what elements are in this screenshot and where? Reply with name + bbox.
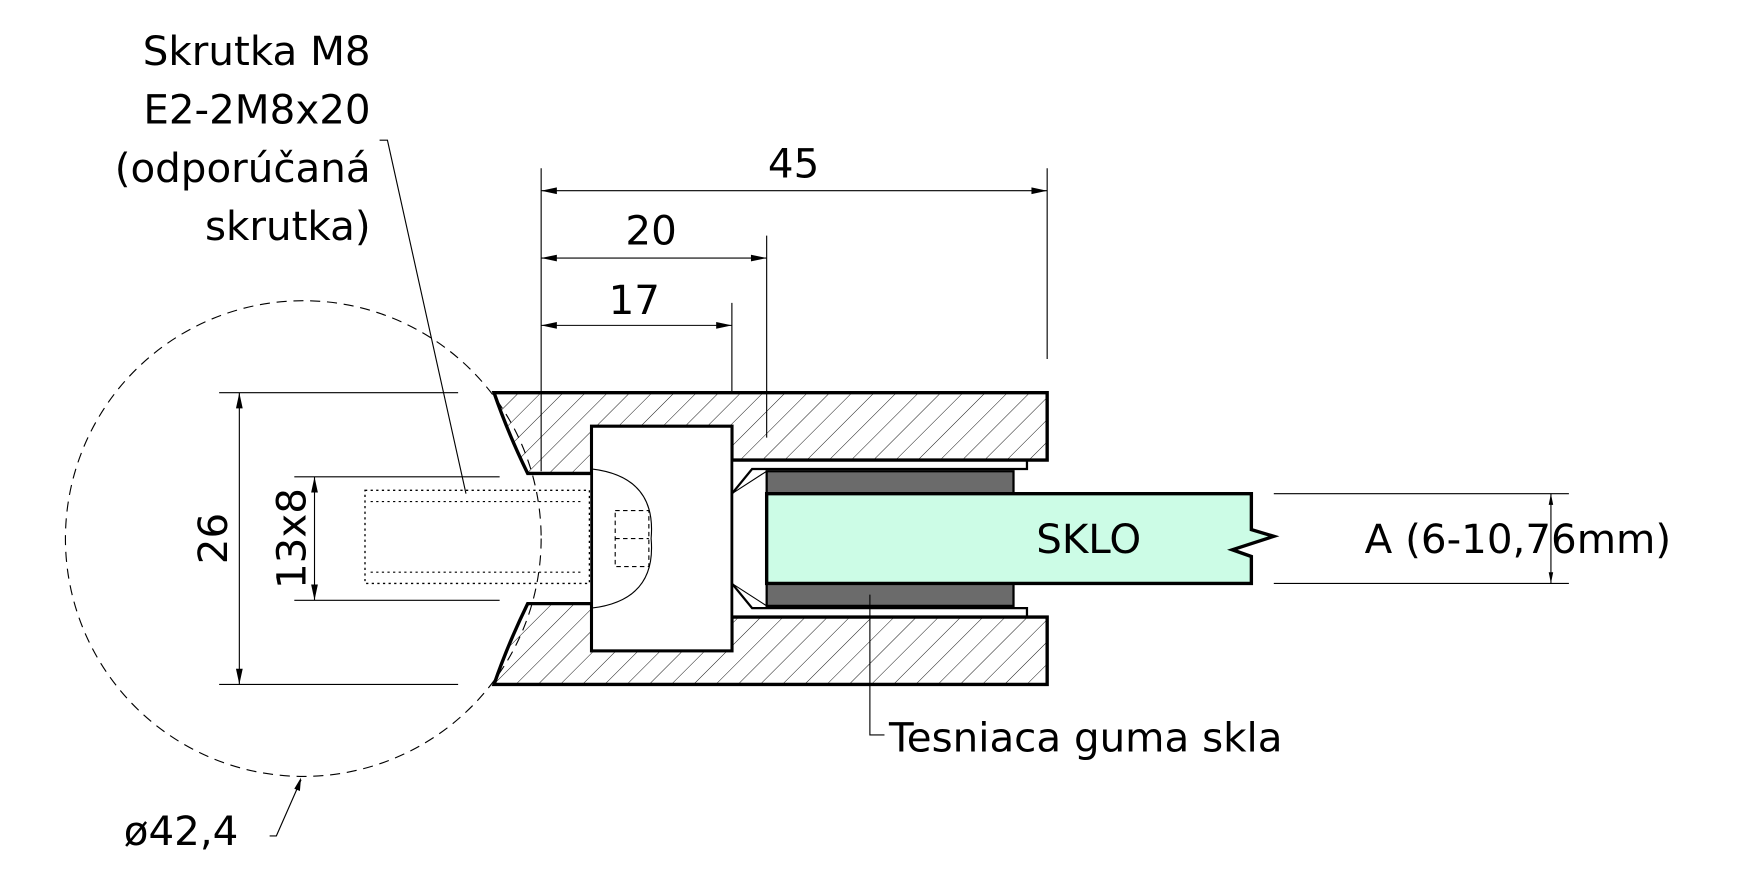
dimension-26: 26 bbox=[190, 513, 237, 564]
screw-socket-icon bbox=[614, 509, 650, 568]
gasket-leader-line bbox=[869, 594, 885, 736]
pipe-outline-circle bbox=[64, 300, 542, 777]
gasket-lower bbox=[765, 582, 1015, 607]
diameter-arrow bbox=[294, 777, 302, 791]
screw-thread bbox=[364, 489, 591, 585]
dimension-13x8: 13x8 bbox=[269, 488, 316, 589]
glass-panel bbox=[764, 491, 1280, 586]
dimension-17: 17 bbox=[609, 277, 660, 324]
clamp-lower-body bbox=[491, 601, 1049, 687]
dimension-45: 45 bbox=[768, 140, 819, 187]
dimension-glass-thickness: A (6-10,76mm) bbox=[1365, 516, 1671, 563]
dimension-lines bbox=[238, 190, 1552, 685]
gasket-upper bbox=[765, 470, 1015, 495]
screw-head bbox=[590, 424, 734, 653]
screw-label-line-3: (odporúčaná bbox=[115, 145, 371, 192]
diameter-leader-line bbox=[269, 779, 302, 837]
screw-label: Skrutka M8 E2-2M8x20 (odporúčaná skrutka… bbox=[115, 28, 371, 250]
screw-label-line-2: E2-2M8x20 bbox=[143, 86, 370, 133]
screw-thread-inner bbox=[370, 500, 584, 573]
screw-label-line-1: Skrutka M8 bbox=[143, 28, 371, 75]
chamfer-lines bbox=[731, 470, 767, 607]
plate-strip-lower bbox=[731, 582, 1029, 619]
glass-label: SKLO bbox=[1036, 516, 1141, 563]
dimension-20: 20 bbox=[625, 208, 676, 255]
screw-leader-line bbox=[379, 139, 467, 494]
screw-head-profile bbox=[591, 468, 653, 609]
clamp-upper-body bbox=[491, 391, 1049, 476]
plate-strip-upper bbox=[731, 458, 1029, 495]
gasket-label: Tesniaca guma skla bbox=[888, 715, 1283, 762]
screw-label-line-4: skrutka) bbox=[205, 203, 371, 250]
extension-lines bbox=[219, 168, 1569, 685]
pipe-diameter-label: ø42,4 bbox=[124, 808, 239, 855]
